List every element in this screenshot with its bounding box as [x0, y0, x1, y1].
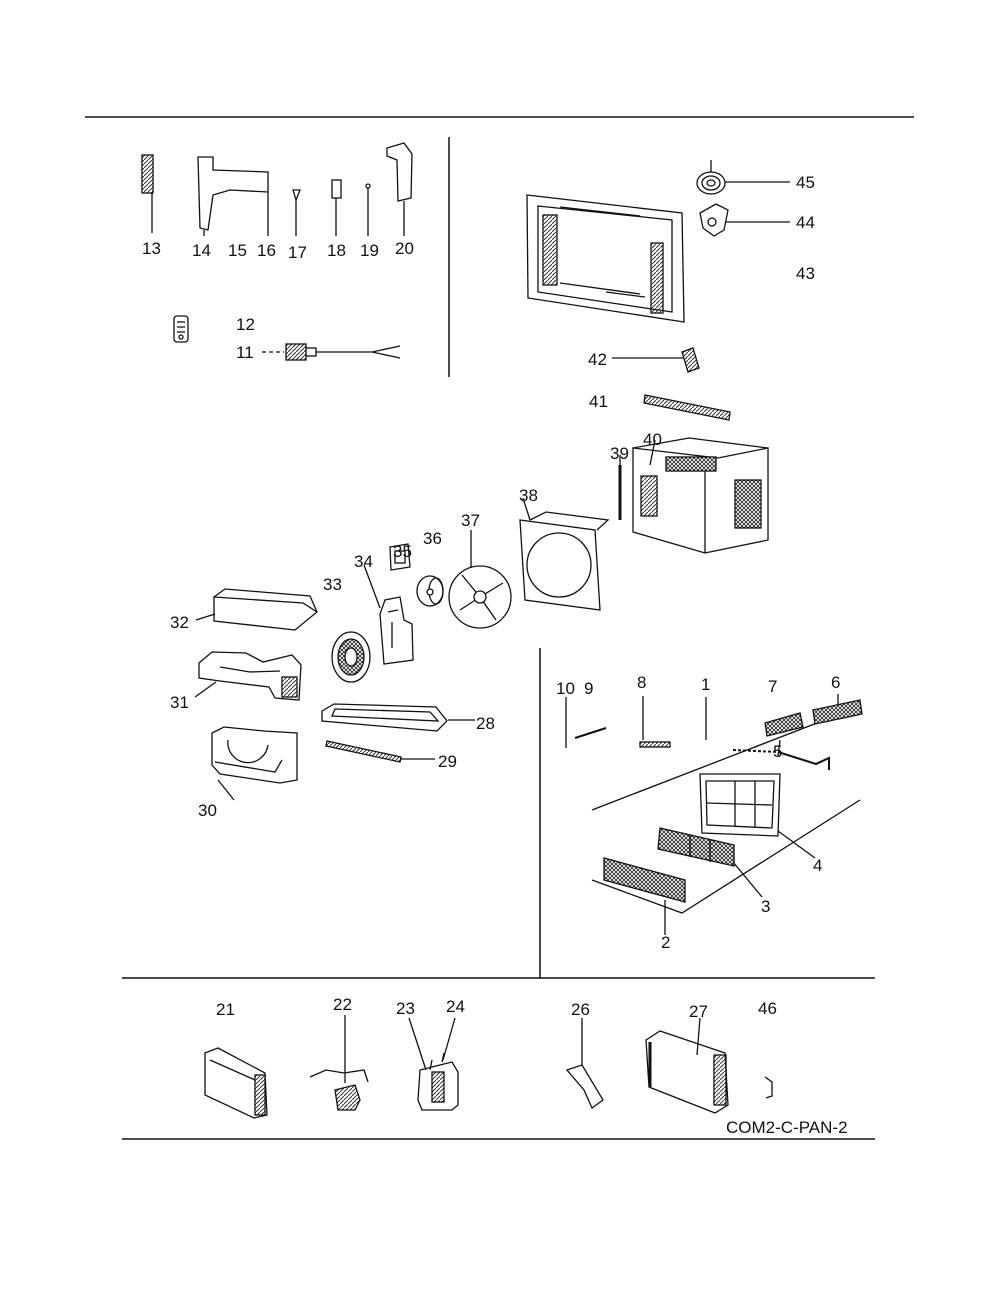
- part-19-icon: [365, 183, 371, 236]
- callout-14: 14: [192, 241, 211, 260]
- callout-27: 27: [689, 1002, 708, 1021]
- part-26-tube-icon: [565, 1018, 604, 1109]
- bottom-parts-row: [204, 1015, 773, 1119]
- small-parts-group: [141, 142, 413, 361]
- callout-13: 13: [142, 239, 161, 258]
- callout-42: 42: [588, 350, 607, 369]
- callout-29: 29: [438, 752, 457, 771]
- callout-16: 16: [257, 241, 276, 260]
- front-panel-group: [526, 160, 790, 421]
- part-33-blower-icon: [331, 631, 371, 683]
- part-31-scroll-icon: [194, 651, 302, 701]
- callout-30: 30: [198, 801, 217, 820]
- callout-33: 33: [323, 575, 342, 594]
- part-34-bracket-icon: [363, 564, 414, 665]
- callout-3: 3: [761, 897, 771, 916]
- callout-24: 24: [446, 997, 465, 1016]
- part-9-screw-icon: [574, 727, 607, 739]
- callout-26: 26: [571, 1000, 590, 1019]
- callout-36: 36: [423, 529, 442, 548]
- part-2-grille-icon: [603, 857, 686, 935]
- callout-35: 35: [393, 542, 412, 561]
- part-46-clip-icon: [764, 1076, 773, 1099]
- part-32-duct-icon: [195, 588, 319, 631]
- part-35-cover-icon: [389, 543, 411, 571]
- part-42-clip-icon: [612, 347, 700, 373]
- callout-31: 31: [170, 693, 189, 712]
- part-23-compressor-icon: [408, 1017, 459, 1111]
- part-28-tray-icon: [321, 703, 475, 732]
- callout-40: 40: [643, 430, 662, 449]
- callout-19: 19: [360, 241, 379, 260]
- callout-12: 12: [236, 315, 255, 334]
- part-3-filter-icon: [657, 827, 763, 898]
- callout-8: 8: [637, 673, 647, 692]
- callout-43: 43: [796, 264, 815, 283]
- part-36-motor-icon: [416, 575, 444, 607]
- callout-23: 23: [396, 999, 415, 1018]
- part-20-icon: [386, 142, 413, 236]
- part-5-shaft-icon: [732, 739, 830, 770]
- callout-9: 9: [584, 679, 594, 698]
- part-4-panel-icon: [699, 773, 816, 859]
- callout-21: 21: [216, 1000, 235, 1019]
- part-44-bracket-icon: [699, 203, 790, 237]
- part-43-frame-icon: [526, 194, 685, 323]
- part-41-strip-icon: [643, 394, 731, 421]
- callout-32: 32: [170, 613, 189, 632]
- callout-10: 10: [556, 679, 575, 698]
- part-30-base-icon: [211, 726, 298, 801]
- part-38-shroud-icon: [519, 497, 610, 611]
- callout-5: 5: [773, 742, 783, 761]
- part-40-cabinet-icon: [632, 437, 769, 554]
- callout-46: 46: [758, 999, 777, 1018]
- part-14-16-icon: [197, 156, 269, 236]
- part-6-louver-icon: [812, 694, 863, 725]
- part-22-thermistor-icon: [309, 1015, 369, 1111]
- callout-15: 15: [228, 241, 247, 260]
- callout-38: 38: [519, 486, 538, 505]
- part-11-power-cord-icon: [262, 343, 401, 361]
- part-21-coil-icon: [204, 1047, 268, 1119]
- diagram-code-label: COM2-C-PAN-2: [726, 1118, 848, 1137]
- callout-6: 6: [831, 673, 841, 692]
- part-13-icon: [141, 154, 154, 233]
- plate-top-edge: [591, 710, 849, 811]
- callout-2: 2: [661, 933, 671, 952]
- plate-bottom-edge: [591, 799, 861, 914]
- callout-22: 22: [333, 995, 352, 1014]
- callout-41: 41: [589, 392, 608, 411]
- front-grille-assembly: [565, 694, 863, 935]
- frame-lines: [85, 116, 914, 1140]
- callout-28: 28: [476, 714, 495, 733]
- part-45-spring-icon: [696, 160, 790, 195]
- part-12-remote-icon: [173, 315, 189, 343]
- callout-18: 18: [327, 241, 346, 260]
- callout-20: 20: [395, 239, 414, 258]
- callout-34: 34: [354, 552, 373, 571]
- part-37-fan-blade-icon: [448, 530, 512, 629]
- callout-17: 17: [288, 243, 307, 262]
- part-17-icon: [292, 189, 301, 236]
- part-18-icon: [331, 179, 342, 236]
- cabinet-assembly: [194, 437, 769, 801]
- callout-37: 37: [461, 511, 480, 530]
- callout-39: 39: [610, 444, 629, 463]
- part-29-rail-icon: [325, 740, 435, 763]
- part-27-condenser-icon: [645, 1017, 729, 1114]
- callout-44: 44: [796, 213, 815, 232]
- callout-11: 11: [236, 343, 254, 362]
- callout-7: 7: [768, 677, 778, 696]
- callout-4: 4: [813, 856, 823, 875]
- callout-45: 45: [796, 173, 815, 192]
- callout-1: 1: [701, 675, 711, 694]
- part-7-louver-icon: [764, 712, 804, 737]
- part-8-pin-icon: [639, 696, 671, 748]
